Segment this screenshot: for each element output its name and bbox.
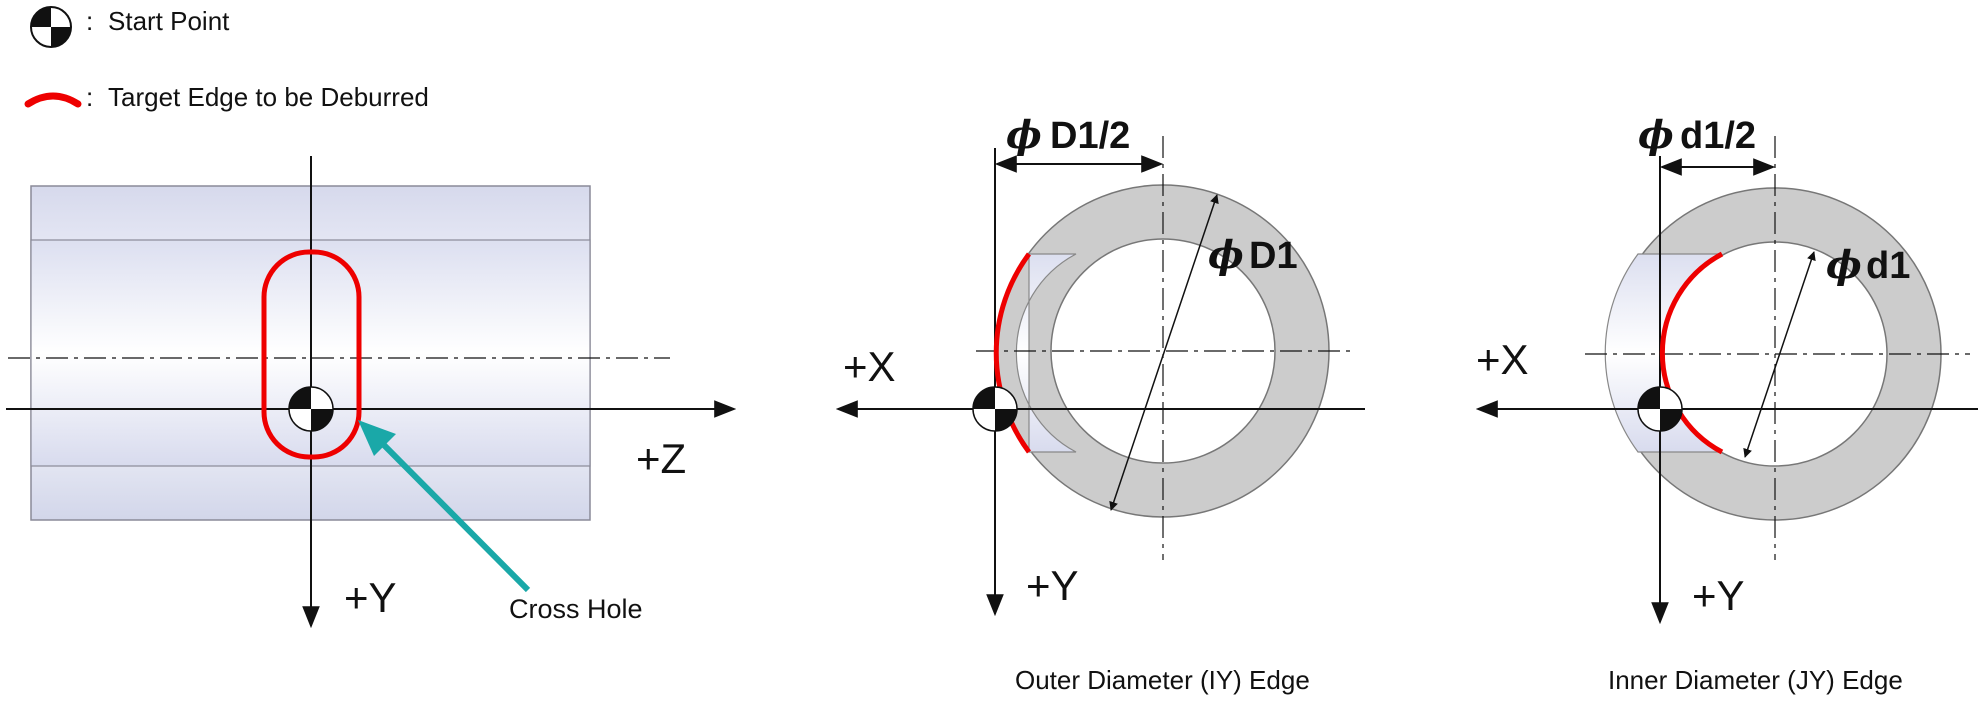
x-axis-label: +X — [843, 343, 896, 390]
y-axis-label: +Y — [1026, 562, 1079, 609]
start-point-marker-icon — [1637, 386, 1683, 432]
z-axis-label: +Z — [636, 435, 686, 482]
legend-separator: : — [86, 6, 93, 36]
side-view: +Z +Y Cross Hole — [6, 156, 737, 629]
phi-symbol: ϕ — [1638, 112, 1674, 157]
start-point-marker-icon — [30, 6, 72, 48]
cross-hole-channel — [1015, 253, 1077, 453]
legend-separator: : — [86, 82, 93, 112]
start-point-marker-icon — [288, 386, 334, 432]
start-point-marker-icon — [972, 386, 1018, 432]
cross-hole-label: Cross Hole — [509, 594, 643, 624]
phi-symbol: ϕ — [1208, 232, 1244, 277]
phi-symbol: ϕ — [1826, 242, 1862, 287]
diameter-label: D1 — [1249, 235, 1298, 277]
cross-hole-callout-arrow — [369, 430, 531, 593]
legend-edge-label: Target Edge to be Deburred — [108, 82, 429, 112]
phi-symbol: ϕ — [1006, 112, 1042, 157]
outer-edge-arc — [993, 252, 1032, 454]
inner-diameter-view: +X +Y ϕ d1/2 ϕ d1 Inner Diameter (JY) Ed… — [1475, 112, 1978, 695]
outer-diameter-caption: Outer Diameter (IY) Edge — [1015, 665, 1310, 695]
half-diameter-label: D1/2 — [1050, 115, 1130, 157]
y-axis-label: +Y — [1692, 572, 1745, 619]
x-axis-label: +X — [1476, 336, 1529, 383]
red-arc-icon — [24, 92, 82, 108]
callout-arrow-head — [358, 420, 396, 456]
legend: : Start Point : Target Edge to be Deburr… — [24, 6, 429, 112]
diameter-dimension — [1743, 251, 1816, 458]
y-axis-label: +Y — [344, 574, 397, 621]
cross-hole-edge — [261, 249, 362, 460]
legend-start-point-label: Start Point — [108, 6, 230, 36]
diameter-label: d1 — [1866, 245, 1910, 287]
inner-edge-arc — [1659, 251, 1724, 455]
half-diameter-label: d1/2 — [1680, 115, 1756, 157]
diameter-dimension — [1109, 194, 1219, 511]
outer-diameter-view: +X +Y ϕ D1/2 ϕ D1 Outer Diameter (IY) Ed… — [835, 112, 1365, 695]
inner-diameter-caption: Inner Diameter (JY) Edge — [1608, 665, 1903, 695]
